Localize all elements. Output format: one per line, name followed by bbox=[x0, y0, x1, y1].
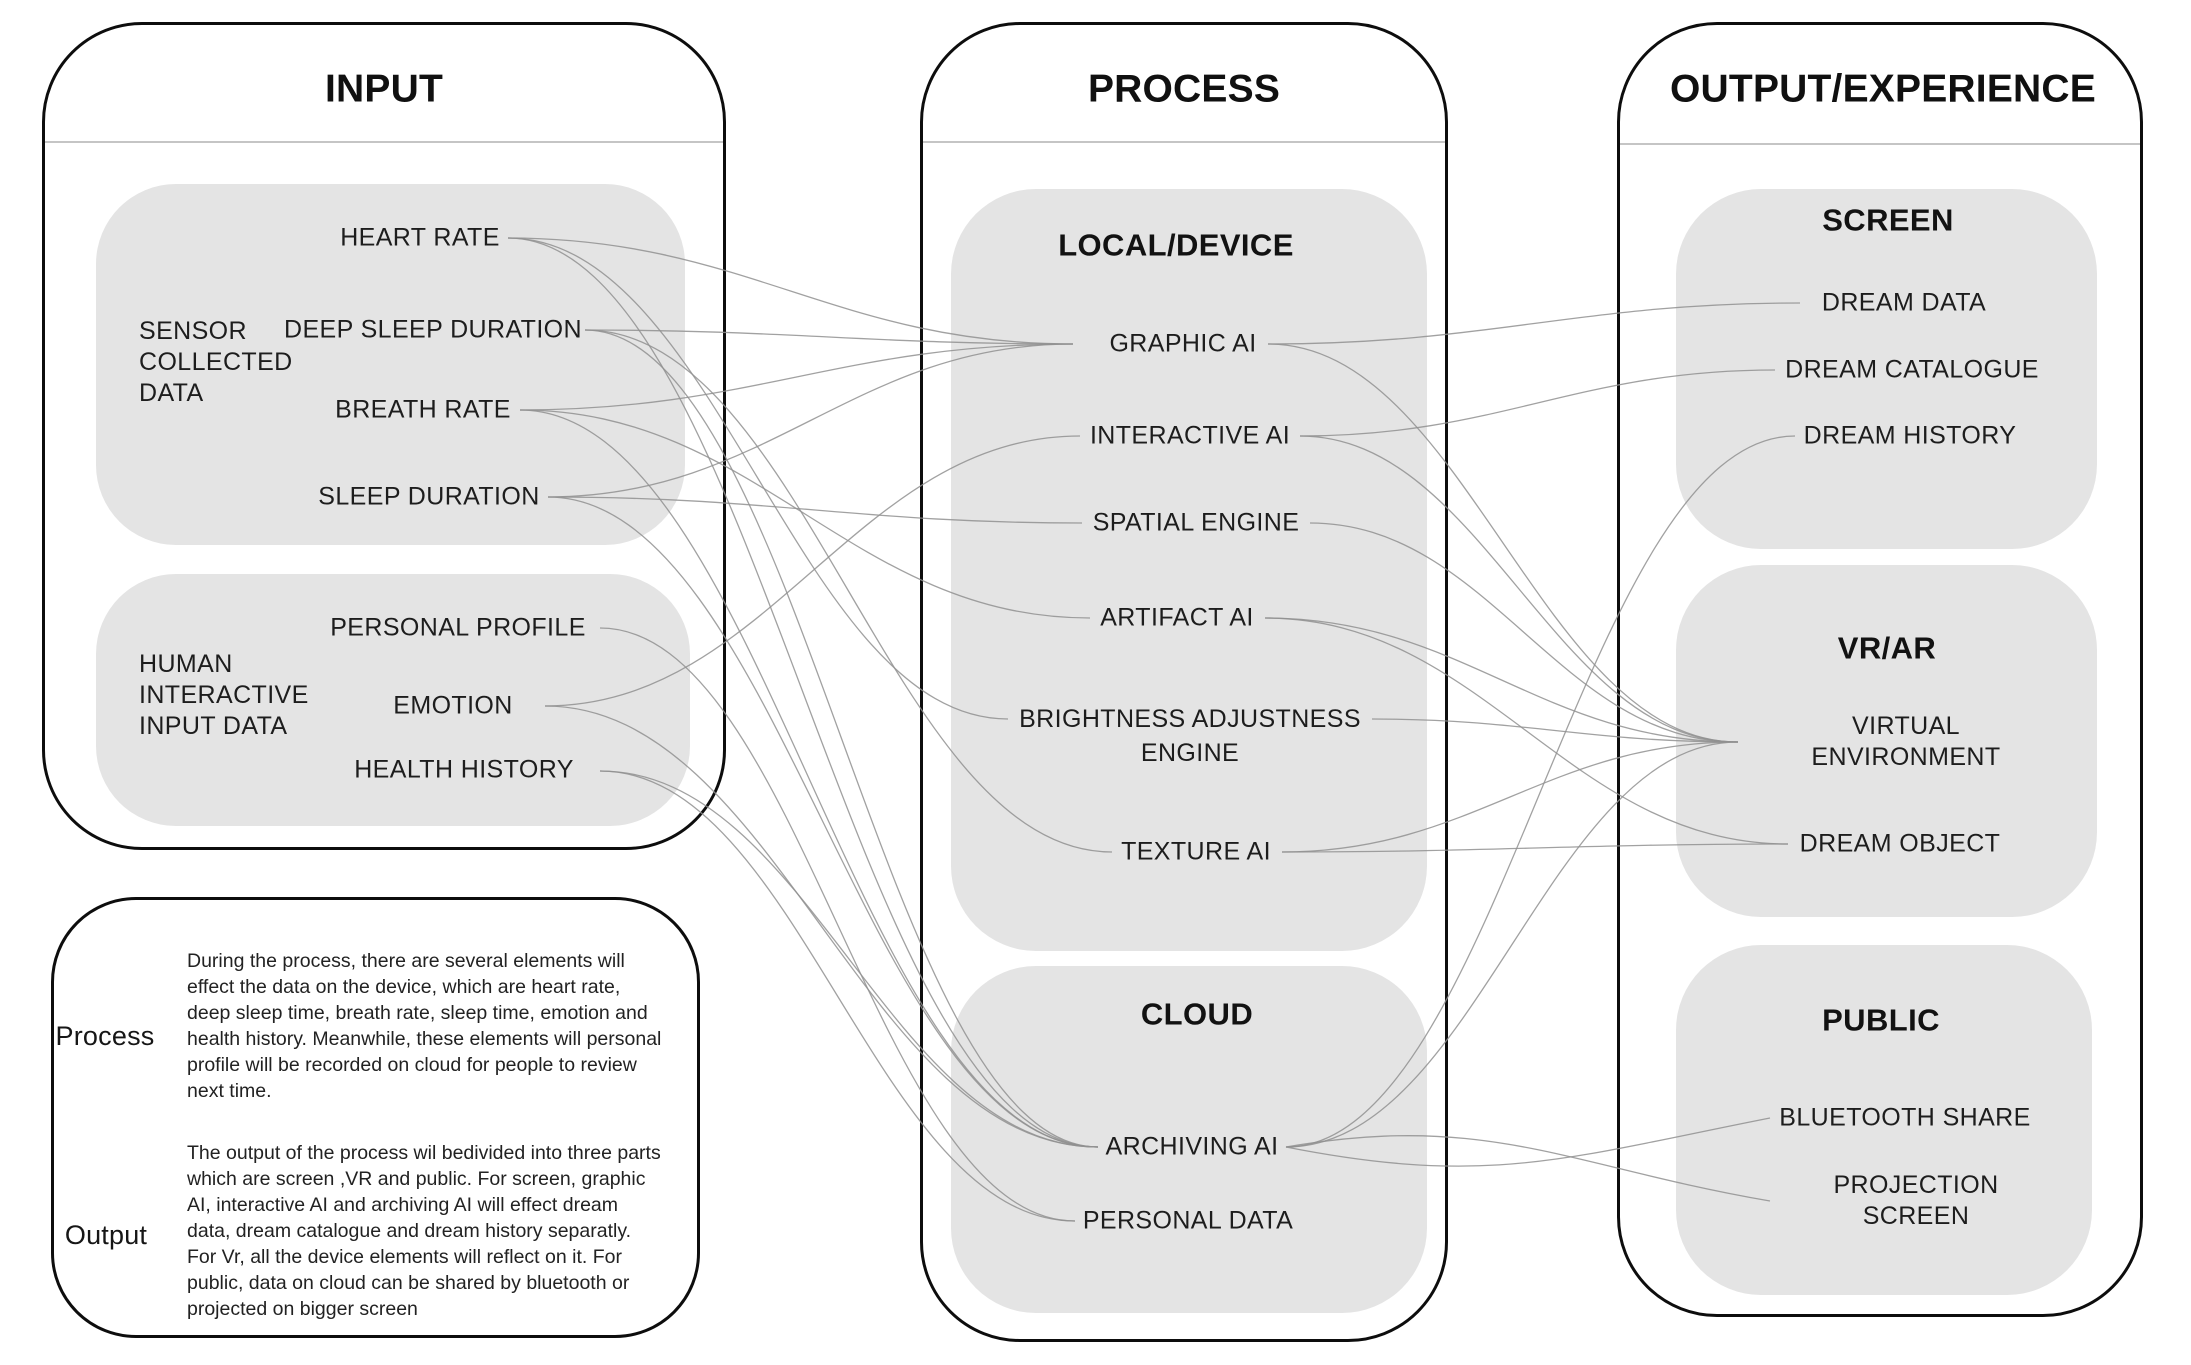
divider-process bbox=[923, 141, 1445, 143]
node-archiving-ai: ARCHIVING AI bbox=[1105, 1132, 1279, 1161]
column-title-output: OUTPUT/EXPERIENCE bbox=[1670, 67, 2096, 111]
group-label-human: HUMAN INTERACTIVE INPUT DATA bbox=[139, 650, 309, 740]
node-dream-history: DREAM HISTORY bbox=[1803, 421, 2017, 450]
node-health-history: HEALTH HISTORY bbox=[354, 755, 574, 784]
node-interactive-ai: INTERACTIVE AI bbox=[1089, 421, 1291, 450]
node-personal-data: PERSONAL DATA bbox=[1082, 1206, 1294, 1235]
divider-input bbox=[45, 141, 723, 143]
group-title-local: LOCAL/DEVICE bbox=[1058, 227, 1294, 263]
node-dream-catalogue: DREAM CATALOGUE bbox=[1785, 355, 2039, 384]
node-bluetooth-share: BLUETOOTH SHARE bbox=[1779, 1103, 2031, 1132]
group-title-cloud: CLOUD bbox=[1140, 996, 1254, 1032]
note-text-process: During the process, there are several el… bbox=[187, 950, 662, 1102]
node-projection-screen: PROJECTION SCREEN bbox=[1833, 1170, 1999, 1230]
node-breath-rate: BREATH RATE bbox=[335, 395, 511, 424]
group-title-public: PUBLIC bbox=[1822, 1002, 1940, 1038]
divider-output bbox=[1620, 143, 2140, 145]
group-label-sensor: SENSOR COLLECTED DATA bbox=[139, 317, 293, 407]
node-personal-profile: PERSONAL PROFILE bbox=[330, 613, 586, 642]
node-emotion: EMOTION bbox=[393, 691, 513, 720]
node-artifact-ai: ARTIFACT AI bbox=[1100, 603, 1254, 632]
node-graphic-ai: GRAPHIC AI bbox=[1109, 329, 1257, 358]
node-heart-rate: HEART RATE bbox=[340, 223, 500, 252]
node-virtual-environment: VIRTUAL ENVIRONMENT bbox=[1811, 711, 2001, 771]
node-deep-sleep-duration: DEEP SLEEP DURATION bbox=[284, 315, 582, 344]
column-title-process: PROCESS bbox=[1087, 67, 1281, 111]
node-dream-data: DREAM DATA bbox=[1821, 288, 1987, 317]
node-spatial-engine: SPATIAL ENGINE bbox=[1092, 508, 1300, 537]
note-label-output: Output bbox=[64, 1220, 148, 1251]
group-title-vrar: VR/AR bbox=[1837, 630, 1937, 666]
column-title-input: INPUT bbox=[325, 67, 443, 111]
node-dream-object: DREAM OBJECT bbox=[1799, 829, 2001, 858]
node-brightness-adjustness-engine: BRIGHTNESS ADJUSTNESS ENGINE bbox=[1019, 705, 1361, 767]
node-texture-ai: TEXTURE AI bbox=[1121, 837, 1271, 866]
note-label-process: Process bbox=[55, 1021, 155, 1052]
group-title-screen: SCREEN bbox=[1822, 202, 1954, 238]
node-sleep-duration: SLEEP DURATION bbox=[318, 482, 540, 511]
note-text-output: The output of the process wil bedivided … bbox=[187, 1142, 661, 1320]
